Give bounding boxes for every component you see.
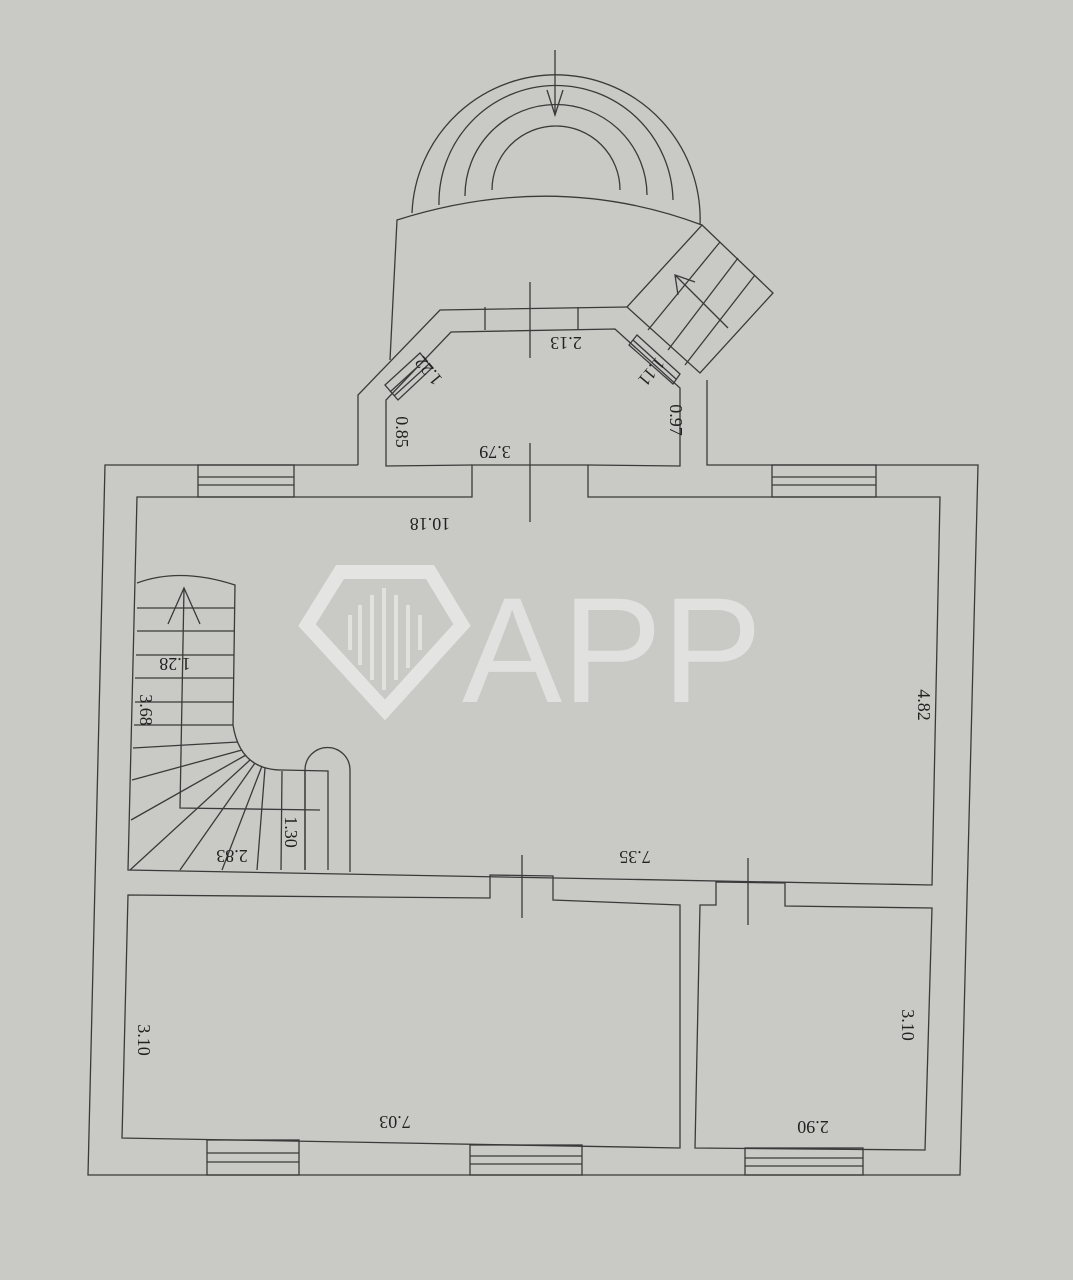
walls (87, 282, 979, 1176)
dim-hall-bottom: 7.35 (619, 847, 651, 867)
app-logo-watermark: APP (298, 565, 762, 734)
dim-stair-landing: 1.30 (281, 816, 301, 848)
dim-annex-right: 0.97 (666, 404, 686, 436)
interior-stair (129, 574, 351, 872)
porch-stair (389, 50, 774, 374)
dim-annex-base: 3.79 (479, 442, 511, 462)
dim-stair-length: 3.68 (136, 694, 156, 726)
dim-hall-height: 4.82 (914, 689, 934, 721)
dim-room1-width: 7.03 (379, 1112, 411, 1132)
dim-room2-height: 3.10 (898, 1009, 918, 1041)
dim-annex-top: 2.13 (550, 333, 582, 353)
dim-stair-width: 1.28 (159, 654, 191, 674)
dim-hall-length: 10.18 (410, 514, 451, 534)
watermark-text: APP (462, 566, 762, 734)
dim-stair-turn: 2.83 (216, 846, 248, 866)
dim-room2-width: 2.90 (797, 1117, 829, 1137)
dimension-labels: 10.18 3.79 2.13 0.85 0.97 1.22 1.11 1.28… (134, 333, 934, 1137)
dim-room1-height: 3.10 (134, 1024, 154, 1056)
dim-annex-left: 0.85 (392, 416, 412, 448)
windows (197, 334, 877, 1176)
